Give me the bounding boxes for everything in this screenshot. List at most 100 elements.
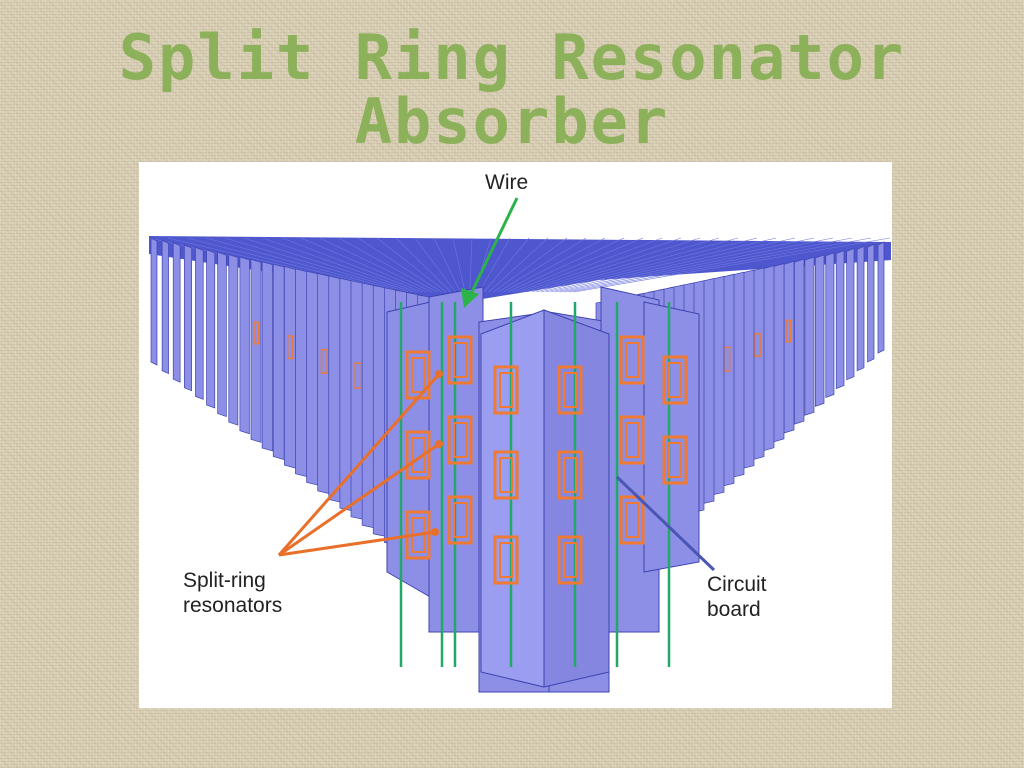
split-ring-label-line-2: resonators [183,594,283,617]
circuit-board-panel [150,237,158,366]
split-ring-resonator [493,365,519,415]
top-grid-line [205,237,404,293]
top-grid-line [281,237,423,293]
resonator-leader-arrowhead [435,370,443,378]
split-ring-resonator [625,422,639,458]
split-ring-resonator [625,502,639,538]
split-ring-resonator [563,542,577,578]
circuit-board-panel [804,256,815,416]
split-ring-resonator [785,319,792,343]
circuit-board-leader-line [615,475,716,572]
top-grid-line [262,237,418,293]
top-grid-line [452,237,466,293]
circuit-board-panel [867,243,875,363]
split-ring-resonator [493,450,519,500]
circuit-board-panel [752,267,765,461]
split-ring-resonator [557,450,583,500]
circuit-board-panel [794,258,805,425]
circuit-board-panel [783,260,795,434]
top-grid-line [488,237,549,293]
split-ring-resonator [493,535,519,585]
top-grid-line [526,237,701,293]
wire-leader-line [467,197,519,299]
circuit-board-panel [825,252,835,398]
top-grid-line [300,237,428,293]
top-grid-line [507,237,625,293]
split-ring-resonator [354,362,363,389]
slide-title: Split Ring Resonator Absorber [0,26,1024,154]
split-ring-resonator [619,335,645,385]
circuit-board-panel [239,256,250,435]
top-grid-line [569,237,872,293]
circuit-board-panel [877,241,885,354]
circuit-board-label-line-1: Circuit [707,573,767,596]
split-ring-resonators-label: Split-ring resonators [183,568,282,618]
split-ring-resonator [619,415,645,465]
circuit-board-panel [206,249,216,409]
split-ring-resonator [563,457,577,493]
top-grid-line [502,237,606,293]
split-ring-resonator [405,430,431,480]
circuit-board-panel [295,268,308,478]
split-ring-label-line-1: Split-ring [183,569,266,592]
split-ring-resonator [557,535,583,585]
circuit-board-panel [773,263,785,443]
resonator-leader-arrowhead [431,528,439,536]
top-grid-line [414,237,456,293]
circuit-board-panel [846,247,855,381]
metamaterial-illustration [148,197,891,693]
split-ring-resonator [499,542,513,578]
top-grid-line [550,237,796,293]
split-ring-resonator [453,422,467,458]
split-ring-resonator [625,342,639,378]
wire-label: Wire [485,171,529,194]
top-grid-line [574,237,891,293]
top-grid-line [357,237,442,293]
top-grid-line [512,237,644,293]
slide-title-line-1: Split Ring Resonator [118,21,906,94]
circuit-board-label-line-2: board [707,598,761,621]
split-ring-resonator [253,321,260,345]
split-ring-resonator [447,495,473,545]
split-ring-resonator [557,365,583,415]
split-ring-resonator [563,372,577,408]
board-array [148,197,891,693]
circuit-board-panel [261,261,273,452]
split-ring-resonator [453,502,467,538]
circuit-board-panel [250,258,262,443]
top-grid-line [536,237,739,293]
circuit-board-panel [183,244,193,392]
top-grid-line [531,237,720,293]
wire-leader-arrowhead [461,288,479,308]
top-grid-line [319,237,432,293]
top-grid-line [545,237,777,293]
split-ring-resonator [286,335,294,360]
top-grid-line [478,237,511,293]
top-grid-line [395,237,451,293]
top-grid-line [517,237,663,293]
top-grid-line [376,237,447,293]
top-grid-line [498,237,587,293]
metamaterial-figure: Wire Split-ring resonators Circuit board [139,162,892,708]
top-grid-line [540,237,758,293]
split-ring-resonator [668,362,682,398]
top-grid-line [555,237,815,293]
top-grid-line [469,237,473,293]
resonator-leader-line [278,442,440,557]
resonator-leader-line [277,373,441,556]
circuit-board-panel [856,245,865,372]
split-ring-resonator [411,357,425,393]
circuit-board-panel [762,265,775,452]
top-grid-line [338,237,437,293]
top-grid-line [224,237,409,293]
top-grid-line [559,237,834,293]
circuit-board-panel [272,263,285,460]
slide-title-line-2: Absorber [354,85,670,158]
circuit-board-panel [228,254,239,426]
circuit-board-panel [217,251,227,418]
split-ring-resonator [662,435,688,485]
top-grid-line [564,237,853,293]
split-ring-resonator [499,372,513,408]
circuit-board-panel [306,270,320,486]
top-grid-line [493,237,568,293]
